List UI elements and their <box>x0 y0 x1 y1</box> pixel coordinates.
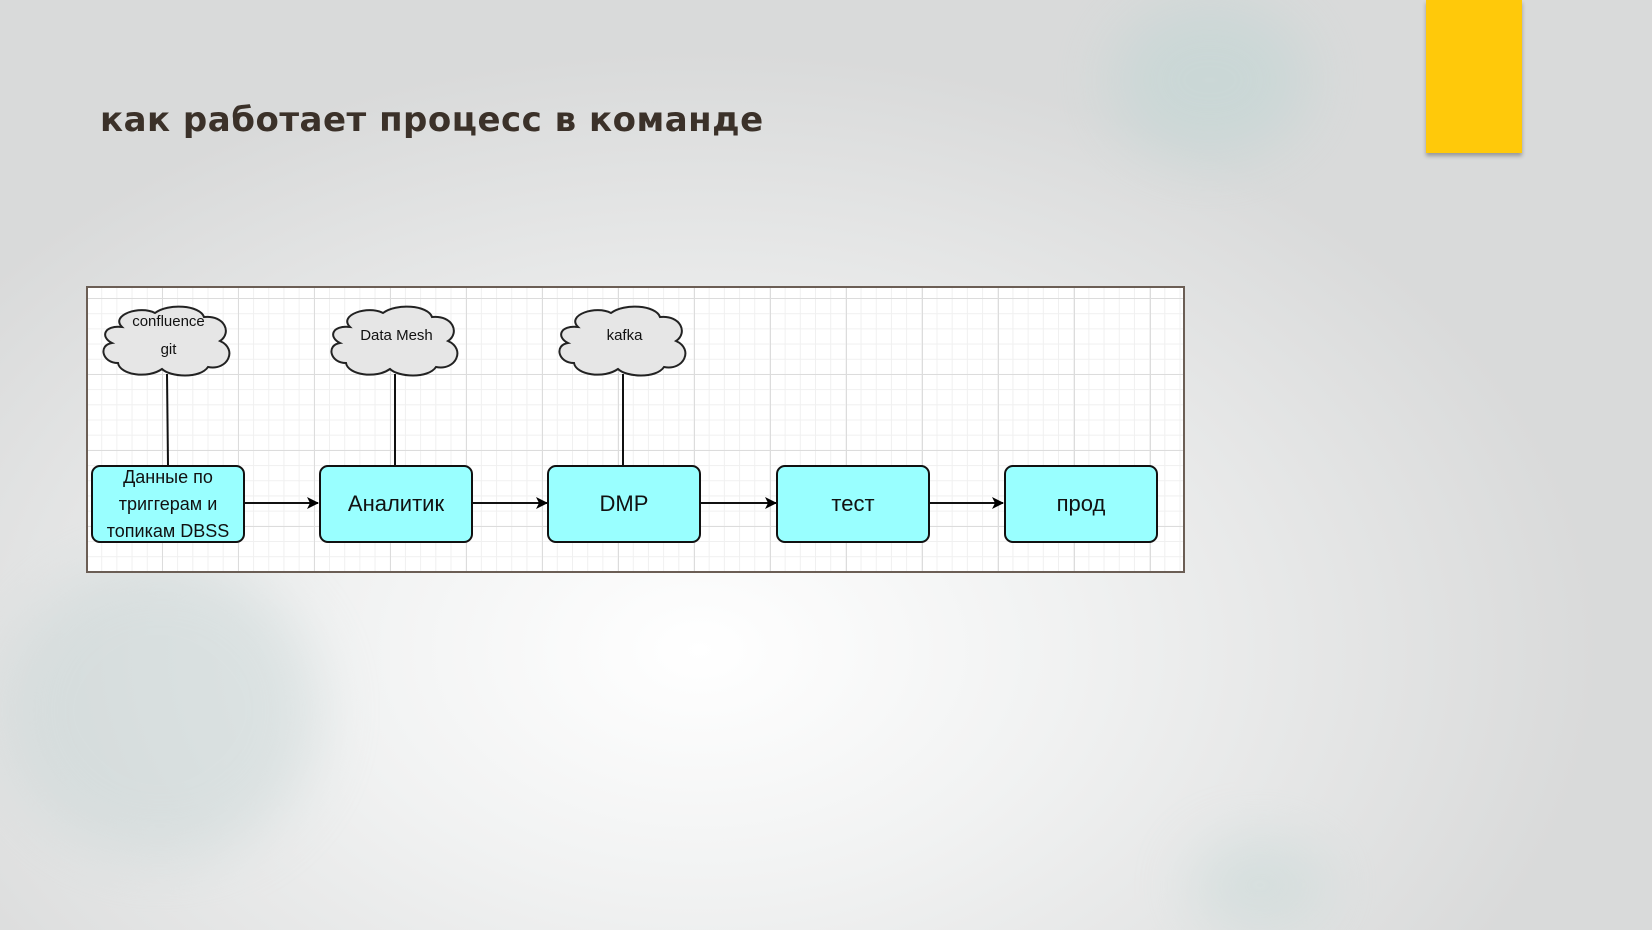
cloud-text: git <box>160 341 177 358</box>
accent-bar <box>1426 0 1522 153</box>
cloud-confluence-git: confluence git <box>100 308 237 364</box>
connector-line <box>166 373 169 466</box>
node-data-sources: Данные по триггерам и топикам DBSS <box>91 465 245 543</box>
background-decoration <box>1190 840 1330 930</box>
background-decoration <box>1110 0 1310 160</box>
node-analyst: Аналитик <box>319 465 473 543</box>
diagram-connectors <box>102 305 1004 509</box>
cloud-text: kafka <box>606 327 643 344</box>
cloud-kafka: kafka <box>556 322 693 350</box>
cloud-text: confluence <box>132 313 205 330</box>
process-diagram: confluence git Data Mesh kafka Данные по… <box>86 286 1185 573</box>
node-dmp: DMP <box>547 465 701 543</box>
node-test: тест <box>776 465 930 543</box>
slide-title: как работает процесс в команде <box>100 100 764 140</box>
cloud-text: Data Mesh <box>360 327 433 344</box>
background-decoration <box>0 560 320 860</box>
cloud-data-mesh: Data Mesh <box>328 322 465 350</box>
node-prod: прод <box>1004 465 1158 543</box>
